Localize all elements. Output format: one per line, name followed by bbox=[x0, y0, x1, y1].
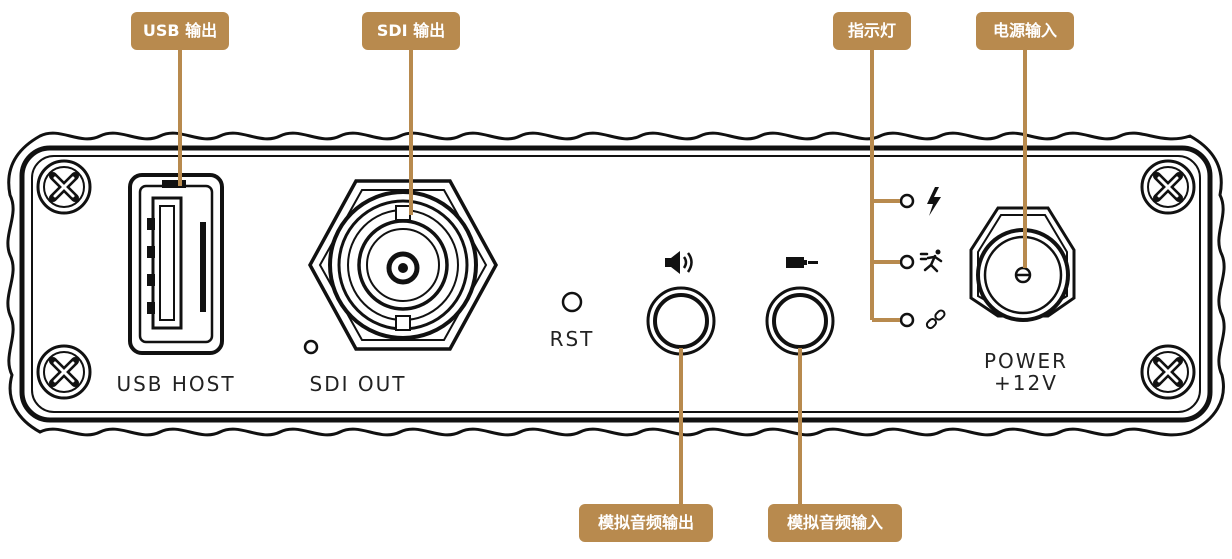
rst-label: RST bbox=[550, 327, 595, 351]
sdi-bnc-connector bbox=[308, 179, 498, 351]
callout-analog-audio-input: 模拟音频输入 bbox=[768, 504, 902, 542]
running-person-icon bbox=[919, 249, 943, 273]
power-connector bbox=[969, 206, 1076, 322]
cross-screw-icon bbox=[1140, 344, 1196, 400]
sdi-status-led bbox=[303, 339, 319, 355]
callout-usb-output: USB 输出 bbox=[131, 12, 229, 50]
cross-screw-icon bbox=[36, 344, 92, 400]
link-icon bbox=[925, 309, 946, 330]
panel-border-inner bbox=[31, 155, 1201, 413]
callout-leader-lines bbox=[178, 50, 1027, 505]
cross-screw-icon bbox=[36, 159, 92, 215]
led-activity bbox=[899, 254, 915, 270]
callout-sdi-output: SDI 输出 bbox=[362, 12, 460, 50]
power-label: POWER bbox=[984, 349, 1068, 373]
speaker-icon bbox=[665, 251, 693, 274]
audio-out-jack bbox=[646, 286, 716, 356]
device-outer-shell bbox=[6, 131, 1226, 437]
led-power bbox=[899, 193, 915, 209]
usb-host-label: USB HOST bbox=[116, 372, 235, 396]
lightning-icon bbox=[927, 187, 941, 216]
voltage-label: +12V bbox=[994, 371, 1058, 395]
audio-in-jack bbox=[765, 286, 835, 356]
callout-indicator: 指示灯 bbox=[833, 12, 911, 50]
cross-screw-icon bbox=[1140, 159, 1196, 215]
sdi-out-label: SDI OUT bbox=[310, 372, 407, 396]
usb-port bbox=[128, 173, 224, 355]
led-link bbox=[899, 312, 915, 328]
microphone-icon bbox=[786, 257, 818, 268]
reset-button[interactable] bbox=[561, 291, 583, 313]
callout-analog-audio-output: 模拟音频输出 bbox=[579, 504, 713, 542]
callout-power-input: 电源输入 bbox=[976, 12, 1074, 50]
panel-border-outer bbox=[19, 145, 1213, 423]
